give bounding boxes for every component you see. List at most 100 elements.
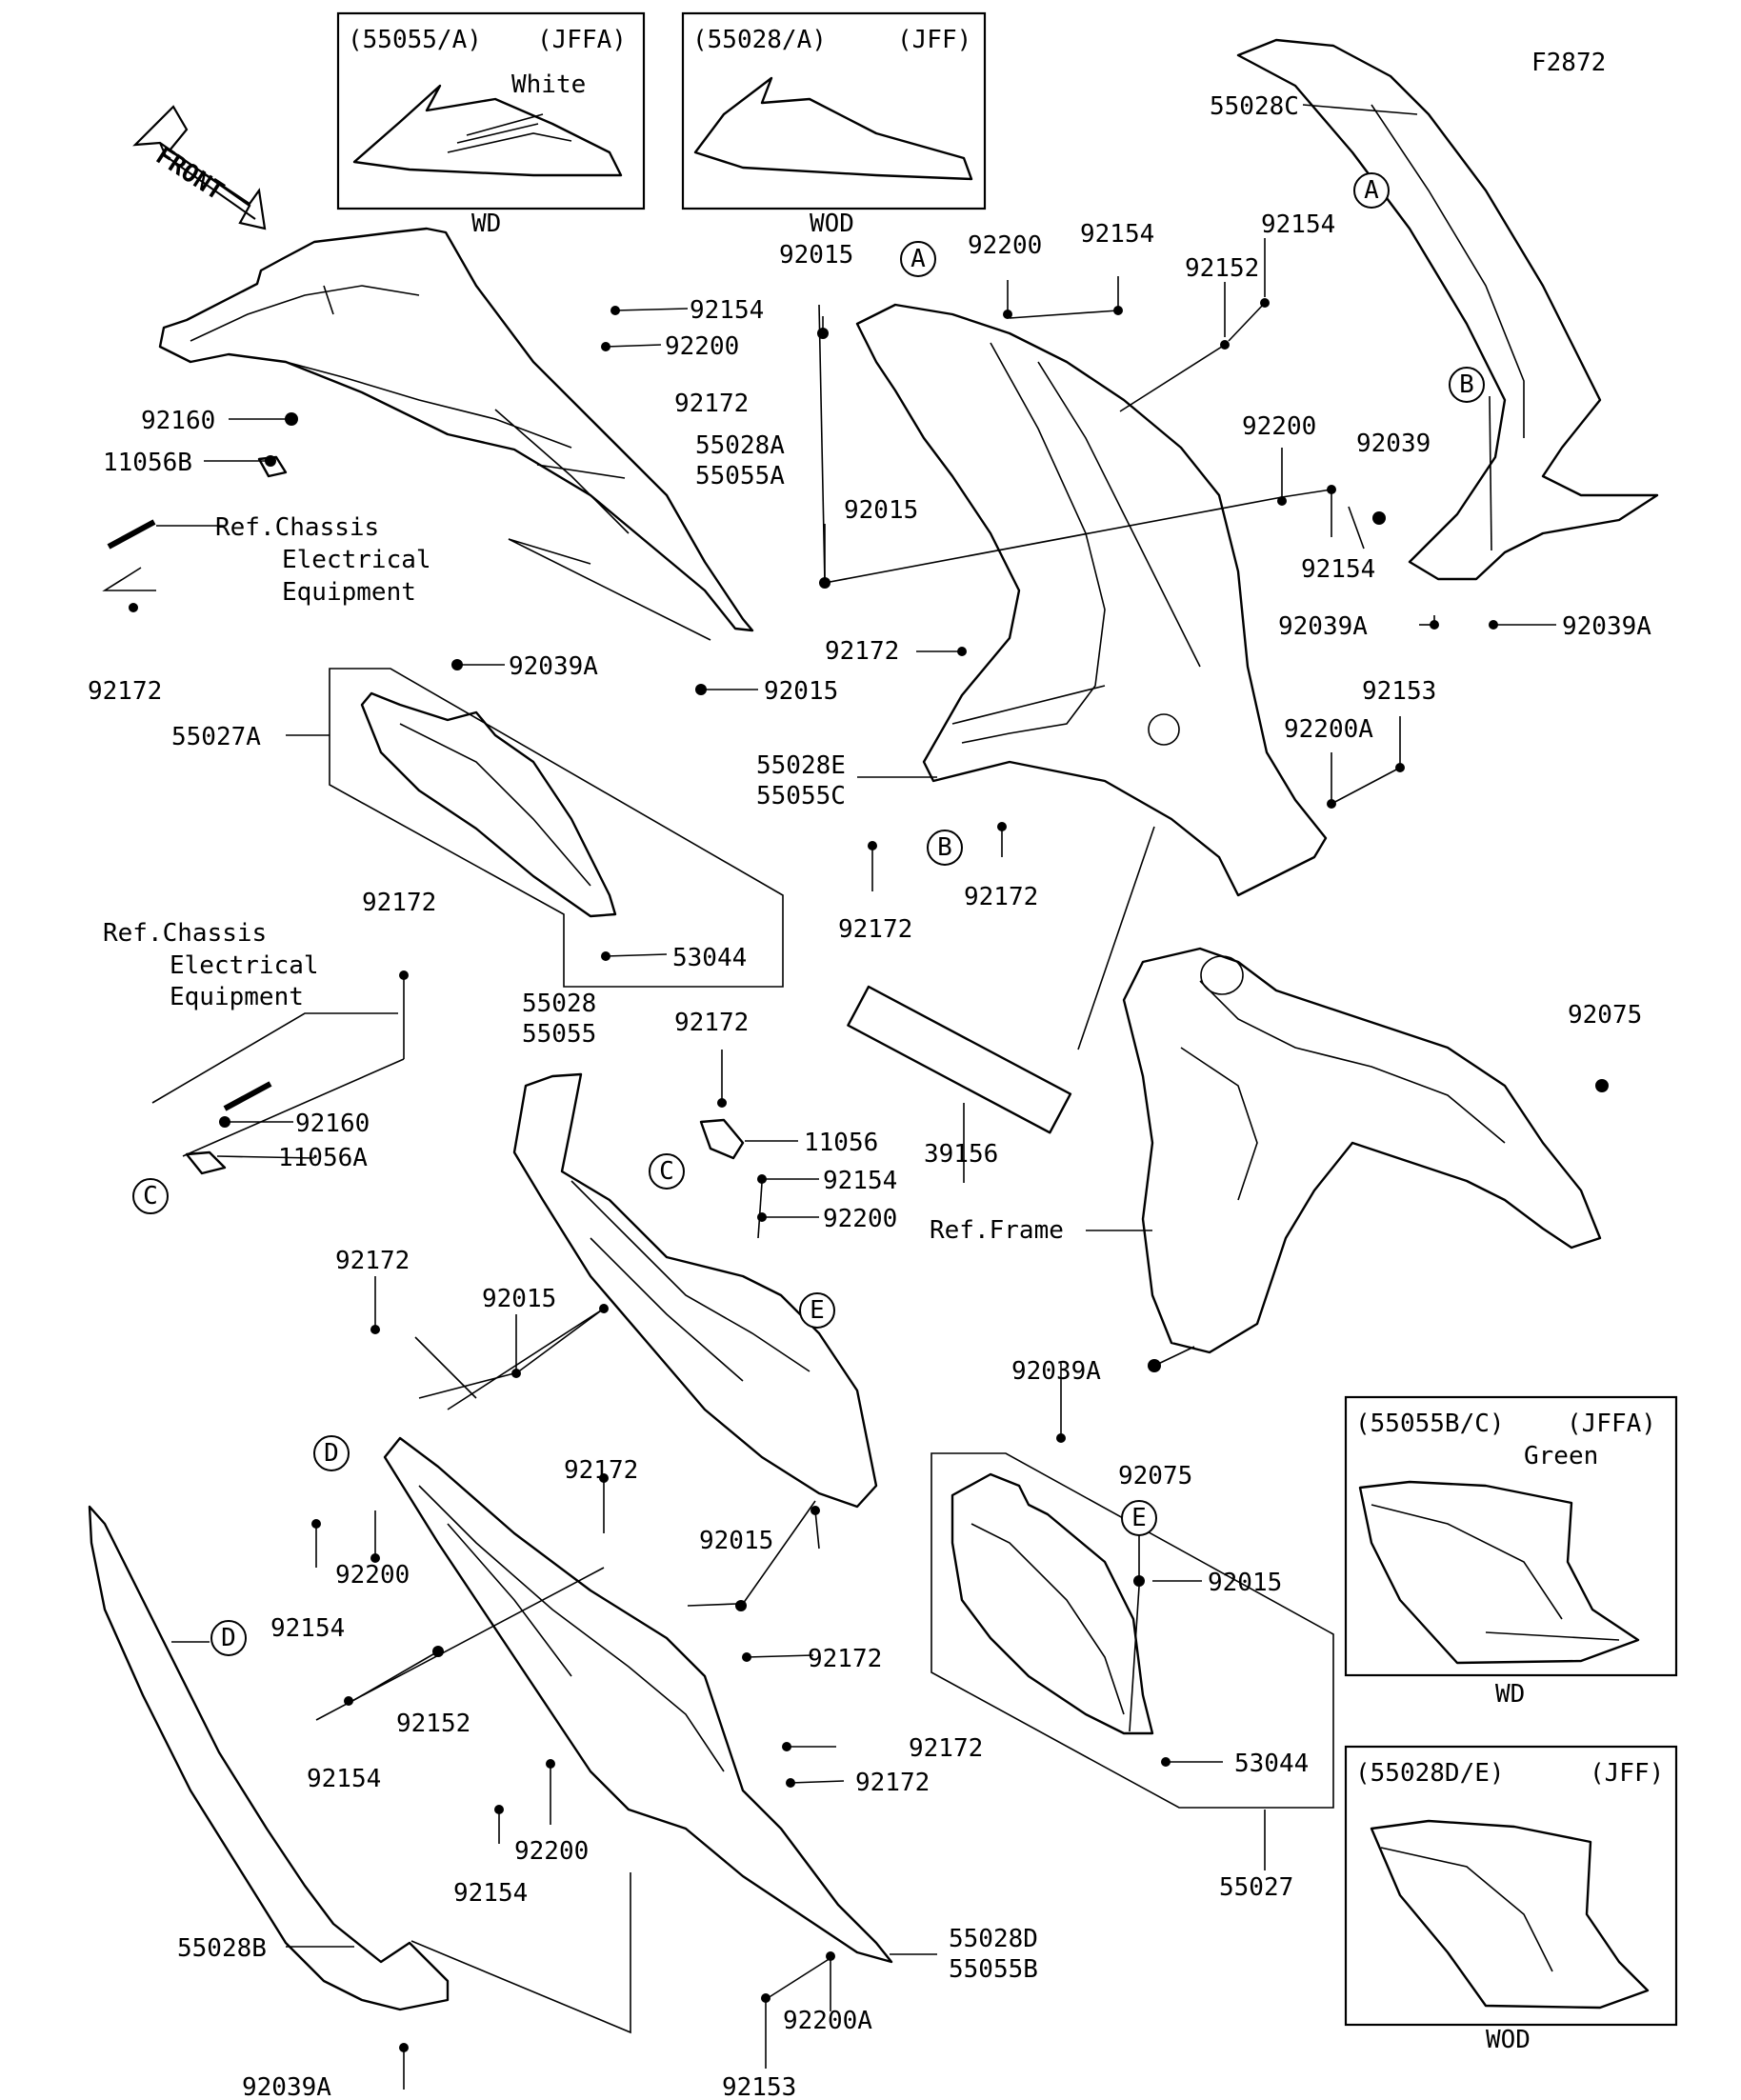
inset-variant: WOD bbox=[810, 210, 854, 238]
part-label: 55028A bbox=[695, 431, 785, 460]
callout-c-2: C bbox=[649, 1153, 685, 1190]
part-label: 92172 bbox=[564, 1456, 638, 1485]
ref-line-1: Ref.Chassis bbox=[103, 919, 267, 948]
part-label: 92172 bbox=[838, 915, 912, 944]
grouping-lines bbox=[102, 538, 1334, 2034]
part-label: 92015 bbox=[844, 496, 918, 525]
part-label: 92200 bbox=[968, 231, 1042, 260]
part-label: 92172 bbox=[88, 677, 162, 706]
part-label: 55028 bbox=[522, 990, 596, 1018]
sticker-drawing bbox=[847, 985, 1072, 1134]
part-label: 92039A bbox=[1011, 1357, 1101, 1386]
ref-line-3: Equipment bbox=[170, 983, 304, 1011]
part-label: 53044 bbox=[672, 944, 747, 972]
callout-a-1: A bbox=[900, 241, 936, 277]
front-arrow-icon: FRONT bbox=[132, 105, 267, 230]
part-label: 92172 bbox=[362, 889, 436, 917]
part-label: 92172 bbox=[674, 390, 749, 418]
part-label: 92172 bbox=[964, 883, 1038, 911]
part-label: 92200 bbox=[823, 1205, 897, 1233]
svg-text:C: C bbox=[659, 1157, 674, 1186]
frame-drawing bbox=[1122, 947, 1602, 1354]
middle-lower-cowl-drawing bbox=[512, 1072, 878, 1509]
bracket-11056a-drawing bbox=[185, 1150, 227, 1175]
callout-d-1: D bbox=[313, 1435, 350, 1471]
upper-inner-cowl-drawing bbox=[158, 227, 754, 632]
inset-box-55055b-c: (55055B/C) (JFFA) Green WD bbox=[1344, 1395, 1678, 1709]
ref-line-2: Electrical bbox=[170, 951, 319, 980]
part-label: 92152 bbox=[396, 1710, 470, 1738]
part-label: 92015 bbox=[1208, 1569, 1282, 1597]
part-label: 53044 bbox=[1234, 1750, 1309, 1778]
inset-fairing-drawing bbox=[1358, 1480, 1640, 1665]
part-label: 55055A bbox=[695, 462, 785, 490]
part-label: 39156 bbox=[924, 1140, 998, 1169]
inset-variant: WD bbox=[1495, 1680, 1525, 1709]
part-label: 92200 bbox=[514, 1837, 589, 1866]
part-label: 92172 bbox=[335, 1247, 410, 1275]
part-label: 92154 bbox=[307, 1765, 381, 1793]
part-label: 92154 bbox=[270, 1614, 345, 1643]
part-label: 92172 bbox=[855, 1769, 930, 1797]
inset-part-number: (55055/A) bbox=[348, 26, 482, 54]
part-label: 92075 bbox=[1118, 1462, 1192, 1490]
callout-b-2: B bbox=[927, 830, 963, 866]
svg-text:D: D bbox=[324, 1439, 339, 1468]
part-label: 92154 bbox=[453, 1879, 528, 1908]
part-label: 55055 bbox=[522, 1020, 596, 1049]
inset-color-code: (JFF) bbox=[897, 26, 971, 54]
svg-text:B: B bbox=[937, 833, 952, 862]
part-label: 92039A bbox=[1562, 612, 1651, 641]
part-label: 11056A bbox=[278, 1144, 368, 1172]
inset-fairing-drawing bbox=[693, 76, 973, 181]
part-label: 92039A bbox=[1278, 612, 1368, 641]
part-label: 55028C bbox=[1210, 92, 1299, 121]
part-label: 92154 bbox=[690, 296, 764, 325]
callout-e-1: E bbox=[799, 1292, 835, 1329]
part-label: 92039 bbox=[1356, 430, 1431, 458]
ref-chassis-electrical-1: Ref.Chassis Electrical Equipment bbox=[215, 513, 431, 607]
part-label: 92154 bbox=[1261, 210, 1335, 239]
part-label: 92200 bbox=[335, 1561, 410, 1590]
inset-part-number: (55028D/E) bbox=[1355, 1759, 1505, 1788]
bracket-11056-drawing bbox=[699, 1118, 745, 1160]
callout-d-2: D bbox=[210, 1620, 247, 1656]
left-inner-cover-drawing bbox=[360, 691, 617, 918]
leader-lines bbox=[156, 104, 1556, 2090]
callout-c-1: C bbox=[132, 1178, 169, 1214]
part-label: 55027A bbox=[171, 723, 261, 751]
inset-box-55028-a: (55028/A) (JFF) WOD bbox=[681, 11, 987, 238]
part-label: 92039A bbox=[509, 652, 598, 681]
svg-text:E: E bbox=[1131, 1504, 1147, 1532]
inset-variant: WD bbox=[471, 210, 501, 238]
fastener-dots bbox=[129, 298, 1609, 2052]
part-label: 92160 bbox=[141, 407, 215, 435]
part-label: 92075 bbox=[1568, 1001, 1642, 1030]
part-label: 11056B bbox=[103, 449, 192, 477]
inset-color-note: Green bbox=[1524, 1442, 1598, 1470]
svg-text:D: D bbox=[221, 1624, 236, 1652]
callout-e-2: E bbox=[1121, 1500, 1157, 1536]
ref-frame: Ref.Frame bbox=[930, 1216, 1064, 1245]
front-arrow-label: FRONT bbox=[150, 142, 229, 207]
part-label: 92015 bbox=[482, 1285, 556, 1313]
part-label: 92200 bbox=[1242, 412, 1316, 441]
inset-part-number: (55055B/C) bbox=[1355, 1410, 1505, 1438]
part-label: 92200 bbox=[665, 332, 739, 361]
upper-side-panel-drawing bbox=[1236, 38, 1659, 581]
ref-line-3: Equipment bbox=[282, 578, 416, 607]
inset-box-55055-a: (55055/A) (JFFA) White WD bbox=[336, 11, 646, 238]
part-label: 92015 bbox=[764, 677, 838, 706]
svg-text:A: A bbox=[1364, 176, 1379, 205]
part-label: 92154 bbox=[1080, 220, 1154, 249]
belly-strip-drawing bbox=[88, 1505, 450, 2011]
svg-text:E: E bbox=[810, 1296, 825, 1325]
inset-color-note: White bbox=[511, 70, 586, 99]
part-label: 92200A bbox=[1284, 715, 1373, 744]
part-label: 92015 bbox=[699, 1527, 773, 1555]
callout-a-2: A bbox=[1353, 172, 1390, 209]
part-label: 55055B bbox=[949, 1955, 1038, 1984]
part-label: 11056 bbox=[804, 1129, 878, 1157]
part-label: 92153 bbox=[1362, 677, 1436, 706]
